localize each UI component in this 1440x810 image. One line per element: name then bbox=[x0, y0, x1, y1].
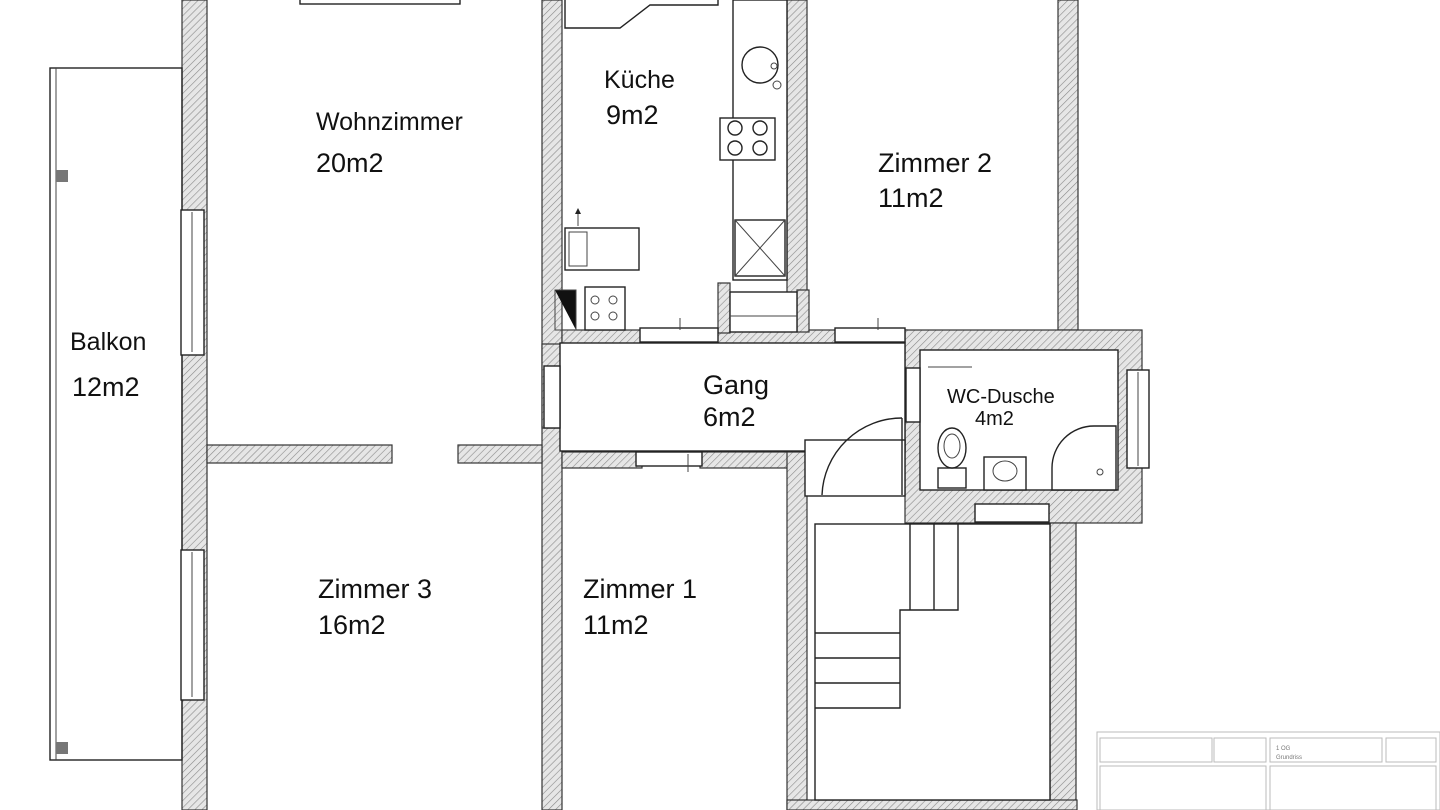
shower-drain-icon bbox=[1096, 468, 1104, 476]
label-kueche: Küche bbox=[604, 66, 675, 94]
stove-burner-4 bbox=[752, 140, 768, 156]
area-zimmer2: 11m2 bbox=[878, 183, 944, 213]
wall-bottom bbox=[786, 799, 1078, 810]
room-labels: Wohnzimmer 20m2 Küche 9m2 Zimmer 2 11m2 … bbox=[70, 66, 1055, 640]
cooktop-burner-3 bbox=[590, 311, 600, 321]
sink-drain-icon bbox=[770, 62, 778, 70]
area-gang: 6m2 bbox=[703, 402, 756, 432]
title-block-cell-2 bbox=[1213, 737, 1267, 763]
area-zimmer3: 16m2 bbox=[318, 610, 386, 640]
title-block-cell-6 bbox=[1269, 765, 1437, 810]
door-entrance-swing bbox=[821, 417, 903, 496]
label-zimmer1: Zimmer 1 bbox=[583, 574, 697, 604]
stove-burner-3 bbox=[727, 140, 743, 156]
wall-zimmer2-right bbox=[1057, 0, 1079, 331]
wall-stair-right bbox=[1049, 522, 1077, 810]
toilet-seat-icon bbox=[943, 433, 961, 459]
area-kueche: 9m2 bbox=[606, 100, 659, 130]
gang-extension bbox=[804, 439, 906, 497]
title-block-cell-5 bbox=[1099, 765, 1267, 810]
area-wohnzimmer: 20m2 bbox=[316, 148, 384, 178]
shower-tray-icon bbox=[1051, 425, 1117, 491]
area-balkon: 12m2 bbox=[72, 372, 140, 402]
area-zimmer1: 11m2 bbox=[583, 610, 649, 640]
title-block-frame bbox=[1096, 731, 1440, 810]
title-block-floor: 1 OG bbox=[1276, 746, 1291, 752]
chimney-icon bbox=[555, 290, 576, 330]
stove-burner-1 bbox=[727, 120, 743, 136]
chimney-frame bbox=[554, 289, 577, 331]
wall-kueche-bottom-a bbox=[717, 282, 731, 334]
kitchen-cabinet bbox=[564, 227, 640, 271]
title-block: 1 OG Grundriss bbox=[1096, 731, 1440, 810]
door-zimmer1-gang bbox=[635, 451, 703, 467]
window-top-wohnzimmer bbox=[299, 0, 461, 5]
title-block-cell-1 bbox=[1099, 737, 1213, 763]
stove-burner-2 bbox=[752, 120, 768, 136]
label-gang: Gang bbox=[703, 370, 769, 400]
wall-zimmer1-right bbox=[786, 451, 808, 810]
sink-tap-icon bbox=[772, 80, 782, 90]
stair-landing bbox=[814, 523, 1051, 801]
stairs bbox=[814, 523, 1051, 801]
window-stair bbox=[974, 503, 1050, 523]
kitchen-counter-top bbox=[564, 0, 719, 29]
door-zimmer2-gang bbox=[834, 327, 906, 343]
door-wc bbox=[905, 367, 921, 423]
washbasin-bowl-icon bbox=[992, 460, 1018, 482]
cooktop-small-icon bbox=[584, 286, 626, 331]
wall-kueche-zimmer2 bbox=[786, 0, 808, 331]
sink-icon bbox=[741, 46, 779, 84]
label-wohnzimmer: Wohnzimmer bbox=[316, 108, 463, 136]
balkon-post-bottom bbox=[56, 742, 68, 754]
balkon-post-top bbox=[56, 170, 68, 182]
label-wc: WC-Dusche bbox=[947, 386, 1055, 408]
balkon-outline bbox=[49, 67, 183, 761]
label-balkon: Balkon bbox=[70, 328, 146, 356]
toilet-icon bbox=[937, 427, 967, 469]
title-block-cell-4 bbox=[1385, 737, 1437, 763]
wall-kueche-bottom-b bbox=[796, 289, 810, 333]
balkon bbox=[49, 67, 183, 761]
door-kueche-gang bbox=[639, 327, 719, 343]
cooktop-burner-4 bbox=[608, 311, 618, 321]
area-wc: 4m2 bbox=[975, 408, 1014, 430]
title-block-drawing: Grundriss bbox=[1276, 755, 1302, 761]
label-zimmer2: Zimmer 2 bbox=[878, 148, 992, 178]
wall-wohn-zimmer3-a bbox=[206, 444, 393, 464]
cooktop-burner-1 bbox=[590, 295, 600, 305]
gang-floor bbox=[559, 342, 906, 452]
door-wohn-gang bbox=[543, 365, 561, 429]
wall-gang-south bbox=[561, 451, 643, 469]
fridge-cross-b bbox=[734, 219, 786, 277]
walls bbox=[181, 0, 1143, 810]
toilet-tank-icon bbox=[937, 467, 967, 489]
kitchen-arrow-head bbox=[575, 208, 581, 214]
washbasin-icon bbox=[983, 456, 1027, 491]
kitchen-step bbox=[729, 291, 798, 333]
doors bbox=[543, 318, 921, 496]
kitchen-fixtures bbox=[554, 0, 798, 333]
wc-fixtures bbox=[928, 366, 1117, 491]
kitchen-cabinet-inner bbox=[568, 231, 588, 267]
title-block-cell-3 bbox=[1269, 737, 1383, 763]
stair-outline bbox=[815, 524, 959, 709]
cooktop-burner-2 bbox=[608, 295, 618, 305]
label-zimmer3: Zimmer 3 bbox=[318, 574, 432, 604]
windows bbox=[180, 0, 1150, 701]
wall-wohn-zimmer3-b bbox=[457, 444, 543, 464]
